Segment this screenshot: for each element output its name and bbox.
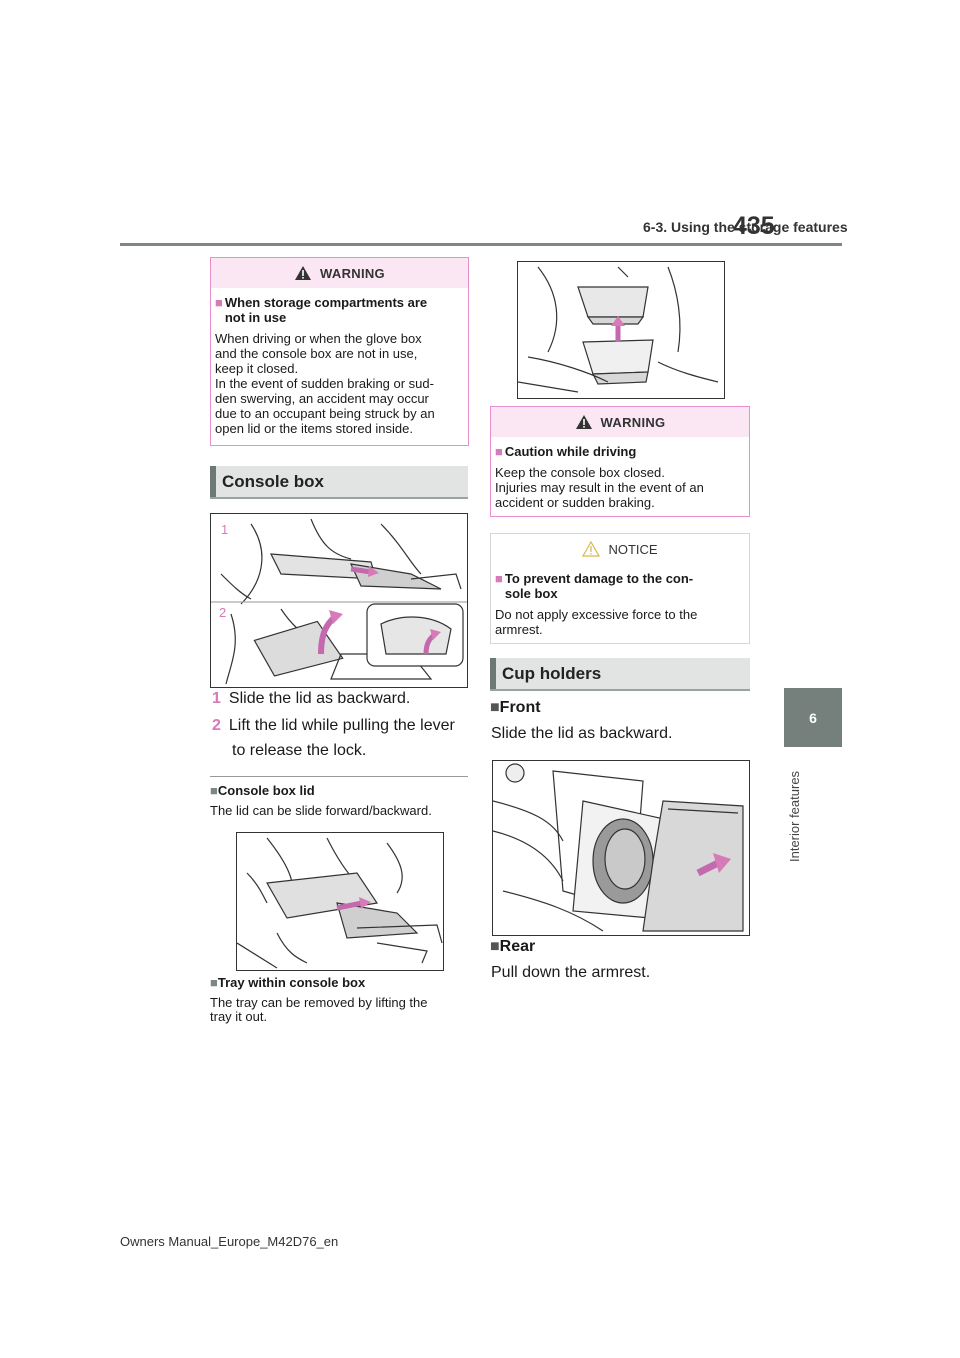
figure-label-1: 1 [221, 522, 228, 537]
warning-bar: WARNING [491, 407, 749, 437]
square-bullet-icon: ■ [210, 975, 218, 990]
square-bullet-icon: ■ [490, 699, 500, 716]
header-rule [120, 243, 842, 246]
square-bullet-icon: ■ [495, 444, 503, 459]
figure-label-2: 2 [219, 605, 226, 620]
console-lid-figure [236, 832, 444, 971]
divider [210, 776, 468, 777]
chapter-tab: 6 [784, 688, 842, 747]
square-bullet-icon: ■ [490, 938, 500, 955]
notice-title: NOTICE [608, 541, 658, 557]
notice-heading: ■ To prevent damage to the con-sole box [495, 571, 694, 601]
warning-title: WARNING [320, 265, 385, 281]
square-bullet-icon: ■ [215, 295, 223, 310]
warning-icon [575, 415, 592, 429]
front-cup-holder-figure [492, 760, 750, 936]
warning-box-driving: WARNING ■ Caution while driving Keep the… [490, 406, 750, 517]
square-bullet-icon: ■ [495, 571, 503, 586]
subheading-console-box-lid: ■Console box lid [210, 783, 315, 798]
console-box-lid-text: The lid can be slide forward/backward. [210, 803, 432, 818]
section-underline [490, 689, 750, 691]
warning-heading: ■ Caution while driving [495, 444, 637, 459]
front-text: Slide the lid as backward. [491, 725, 673, 742]
subheading-front: ■Front [490, 699, 541, 716]
page-number: 435 [733, 212, 775, 240]
square-bullet-icon: ■ [210, 783, 218, 798]
warning-title: WARNING [600, 414, 666, 430]
section-heading-console-box: Console box [210, 466, 468, 497]
rear-text: Pull down the armrest. [491, 964, 651, 981]
chapter-label: Interior features [787, 770, 802, 862]
warning-icon [295, 266, 312, 280]
tray-figure [517, 261, 725, 399]
section-underline [210, 497, 468, 499]
section-title: 6-3. Using the storage features [643, 219, 848, 235]
warning-text: Keep the console box closed.Injuries may… [495, 465, 704, 510]
warning-bar: WARNING [211, 258, 468, 288]
subheading-tray: ■Tray within console box [210, 975, 366, 990]
section-heading-cup-holders: Cup holders [490, 658, 750, 689]
notice-box: NOTICE ■ To prevent damage to the con-so… [490, 533, 750, 644]
notice-icon [582, 541, 601, 557]
subheading-rear: ■Rear [490, 938, 536, 955]
step-2-continued: to release the lock. [232, 742, 367, 759]
footer-text: Owners Manual_Europe_M42D76_en [120, 1234, 339, 1249]
console-box-figure: 1 2 [210, 513, 468, 688]
notice-bar: NOTICE [491, 534, 749, 564]
